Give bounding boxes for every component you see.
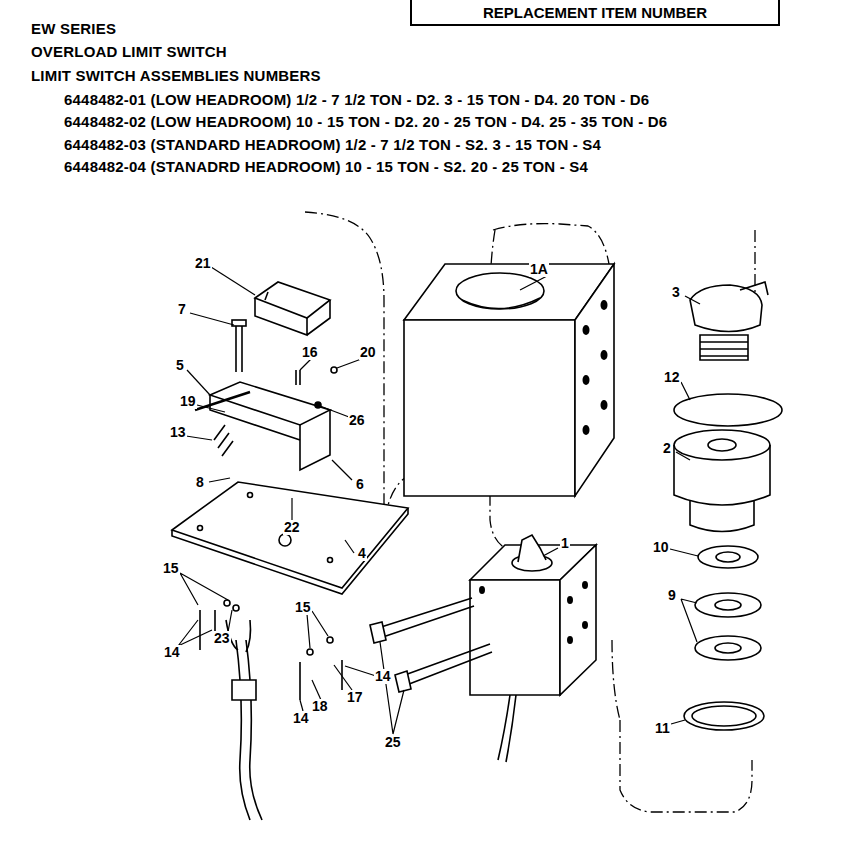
callout-number: 14 <box>163 645 181 660</box>
callout-number: 13 <box>169 425 187 440</box>
callout-number: 10 <box>652 540 670 555</box>
callout-number: 8 <box>195 475 205 490</box>
callout-number: 23 <box>213 631 231 646</box>
callout-number: 3 <box>671 285 681 300</box>
callout-number: 26 <box>348 413 366 428</box>
header-line: 6448482-02 (LOW HEADROOM) 10 - 15 TON - … <box>64 113 667 130</box>
callout-number: 25 <box>384 735 402 750</box>
callout-number: 2 <box>662 441 672 456</box>
header-text: REPLACEMENT ITEM NUMBER <box>412 0 778 24</box>
callout-number: 4 <box>357 546 367 561</box>
callout-number: 20 <box>359 345 377 360</box>
header-line: LIMIT SWITCH ASSEMBLIES NUMBERS <box>31 67 321 84</box>
callout-number: 5 <box>175 358 185 373</box>
callout-number: 19 <box>179 394 197 409</box>
callout-number: 14 <box>374 669 392 684</box>
callout-number: 17 <box>346 690 364 705</box>
callout-number: 6 <box>355 477 365 492</box>
header-line: 6448482-01 (LOW HEADROOM) 1/2 - 7 1/2 TO… <box>64 91 649 108</box>
title-text: EW SERIES <box>31 20 116 37</box>
callout-number: 11 <box>654 721 671 736</box>
callout-number: 21 <box>194 256 212 271</box>
header-box: REPLACEMENT ITEM NUMBER <box>410 0 780 26</box>
callout-number: 1 <box>560 536 570 551</box>
callout-number: 12 <box>663 370 681 385</box>
callout-number: 16 <box>301 345 319 360</box>
callout-number: 22 <box>283 520 301 535</box>
callout-number: 9 <box>667 588 677 603</box>
callout-number: 14 <box>292 711 310 726</box>
header-line: OVERLOAD LIMIT SWITCH <box>31 43 227 60</box>
header-line: 6448482-03 (STANDARD HEADROOM) 1/2 - 7 1… <box>64 136 601 153</box>
callout-number: 7 <box>177 302 187 317</box>
callout-number: 18 <box>311 699 329 714</box>
callout-number: 15 <box>162 561 180 576</box>
callout-number: 1A <box>529 262 549 277</box>
callout-number: 15 <box>294 600 312 615</box>
header-line: 6448482-04 (STANADRD HEADROOM) 10 - 15 T… <box>64 158 588 175</box>
